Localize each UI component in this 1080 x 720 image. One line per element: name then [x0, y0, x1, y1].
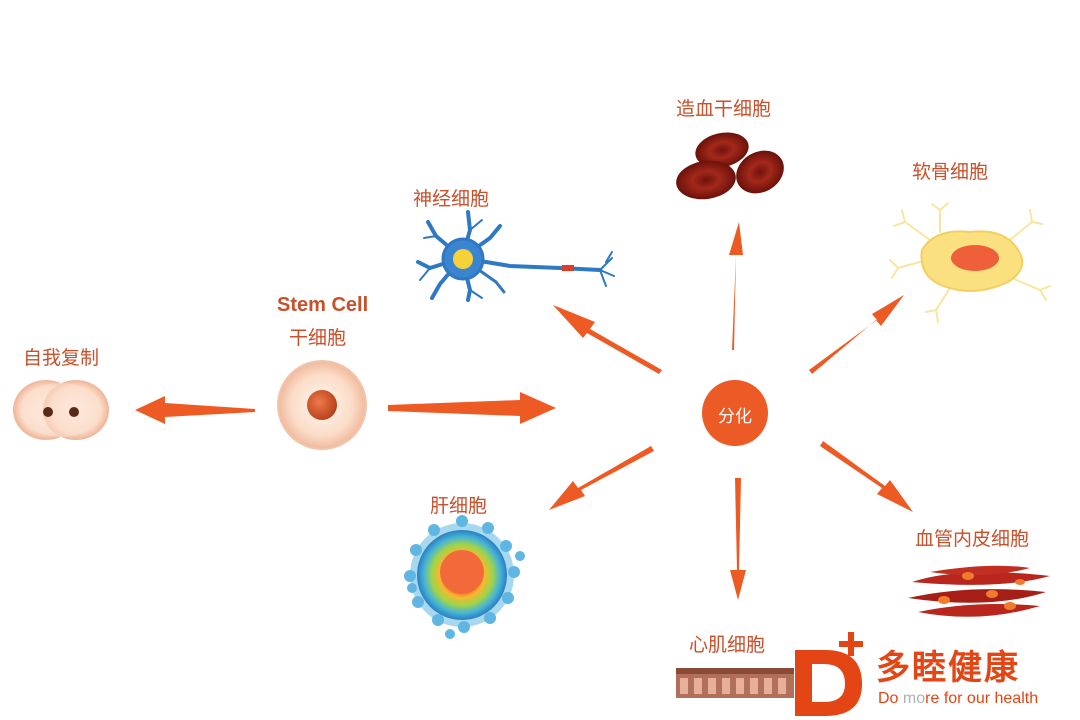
arrow-to-liver [549, 446, 654, 510]
cartilage-graphic [889, 202, 1051, 323]
arrow-to-cartilage [809, 295, 904, 374]
arrow-to-neuron [553, 305, 662, 374]
arrow-to-endothelial [820, 441, 913, 512]
brand-logo-icon [795, 632, 863, 716]
self-renewal-label: 自我复制 [23, 347, 100, 369]
stem-cell-label-cn: 干细胞 [289, 327, 347, 349]
neuron-label: 神经细胞 [413, 188, 490, 210]
cardiac-label: 心肌细胞 [689, 634, 766, 656]
differentiation-node [702, 380, 768, 446]
brand-name: 多睦健康 [876, 648, 1020, 688]
arrow-to-hematopoietic [729, 222, 743, 350]
arrows [135, 222, 913, 600]
hematopoietic-label: 造血干细胞 [676, 98, 772, 120]
endothelial-label: 血管内皮细胞 [915, 528, 1030, 550]
arrow-to-self-renewal [135, 396, 255, 424]
liver-label: 肝细胞 [430, 495, 488, 517]
cardiac-graphic [676, 668, 794, 698]
liver-graphic [404, 515, 525, 639]
slogan-suffix: re for our health [925, 690, 1039, 707]
arrow-to-cardiac [730, 478, 746, 600]
hematopoietic-graphic [676, 132, 784, 200]
stem-cell-graphic [277, 360, 367, 450]
differentiation-label: 分化 [718, 407, 752, 427]
slogan-accent: mo [902, 690, 926, 707]
cartilage-label: 软骨细胞 [912, 161, 989, 183]
arrow-to-differentiation [388, 392, 556, 424]
brand-slogan: Do more for our health [878, 690, 1038, 708]
slogan-prefix: Do [878, 690, 903, 707]
stem-cell-label-en: Stem Cell [277, 294, 369, 316]
neuron-graphic [416, 210, 615, 302]
self-renewal-graphic [13, 380, 109, 440]
endothelial-graphic [908, 565, 1050, 617]
